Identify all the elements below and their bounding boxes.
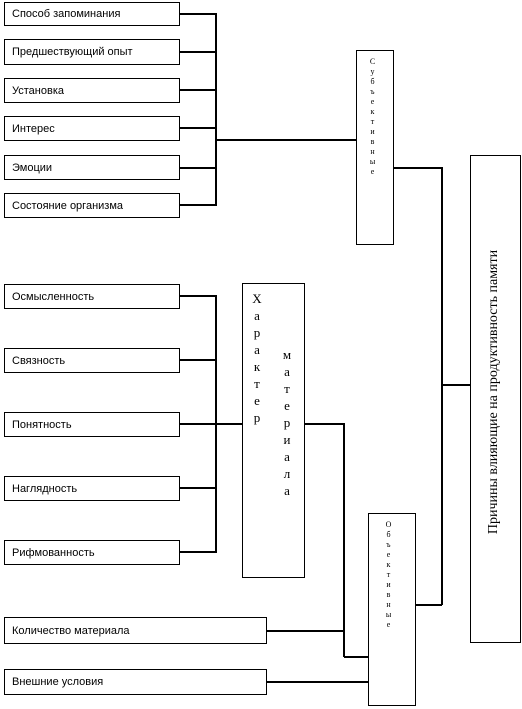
factor-box-external-conditions: Внешние условия — [4, 669, 267, 695]
factor-label: Состояние организма — [12, 199, 124, 212]
letter: р — [283, 415, 291, 430]
factor-box-material-amount: Количество материала — [4, 617, 267, 644]
factor-box-body-state: Состояние организма — [4, 193, 180, 218]
letter: т — [254, 376, 260, 391]
factor-box-coherence: Связность — [4, 348, 180, 373]
factor-box-clarity: Понятность — [4, 412, 180, 437]
letter: т — [284, 381, 290, 396]
main-title: Причины влияющие на продуктивность памят… — [486, 249, 501, 535]
factor-label: Способ запоминания — [12, 8, 121, 20]
letter: а — [284, 364, 290, 379]
factor-box-rhyme: Рифмованность — [4, 540, 180, 565]
factor-label: Внешние условия — [12, 676, 104, 688]
factor-box-meaningfulness: Осмысленность — [4, 284, 180, 309]
factor-box-visual: Наглядность — [4, 476, 180, 501]
main-box: Причины влияющие на продуктивность памят… — [470, 155, 521, 643]
factor-label: Рифмованность — [12, 546, 95, 559]
factor-box-interest: Интерес — [4, 116, 180, 141]
letter: р — [253, 410, 261, 425]
letter: е — [284, 398, 290, 413]
factor-label: Наглядность — [12, 482, 78, 495]
factor-label: Интерес — [12, 122, 55, 135]
letter: л — [283, 466, 291, 481]
factor-label: Эмоции — [12, 161, 53, 174]
letter: а — [284, 483, 290, 498]
letter: а — [254, 342, 260, 357]
group-label-subjective: Субъективные — [368, 57, 377, 177]
group-label-objective: Объективные — [384, 520, 393, 630]
letter: е — [254, 393, 260, 408]
factor-label: Предшествующий опыт — [12, 46, 133, 58]
factor-label: Понятность — [12, 418, 72, 431]
group-box-subjective: Субъективные — [356, 50, 394, 245]
factor-box-memorization-method: Способ запоминания — [4, 2, 180, 26]
factor-box-prior-experience: Предшествующий опыт — [4, 39, 180, 65]
letter: Х — [252, 291, 262, 306]
letter: а — [284, 449, 290, 464]
group-box-objective: Объективные — [368, 513, 416, 706]
letter: и — [283, 432, 291, 447]
letter: р — [253, 325, 261, 340]
factor-box-emotions: Эмоции — [4, 155, 180, 180]
factor-label: Количество материала — [12, 624, 130, 637]
factor-label: Осмысленность — [12, 290, 95, 303]
letter: м — [282, 347, 292, 362]
factor-box-attitude: Установка — [4, 78, 180, 103]
letter: а — [254, 308, 260, 323]
factor-label: Установка — [12, 84, 64, 97]
letter: к — [253, 359, 261, 374]
factor-label: Связность — [12, 354, 66, 367]
